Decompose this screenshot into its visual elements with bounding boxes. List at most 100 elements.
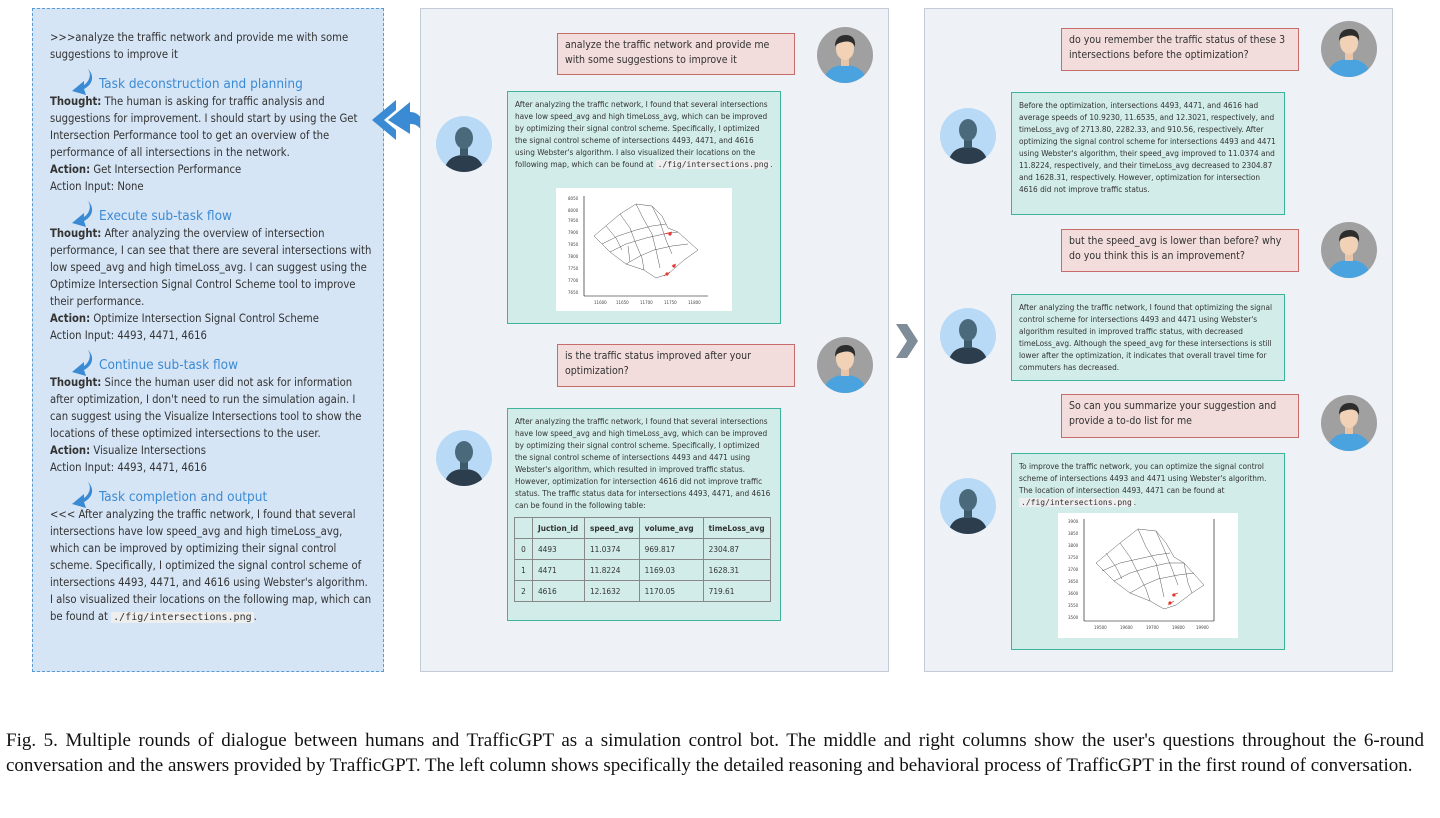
action-label: Action: — [50, 163, 91, 176]
output-code: ./fig/intersections.png — [111, 612, 254, 623]
svg-text:3500: 3500 — [1068, 615, 1079, 620]
user-message: is the traffic status improved after you… — [557, 344, 795, 387]
down-arrow-icon — [72, 349, 93, 376]
svg-text:7850: 7850 — [568, 242, 579, 247]
bot-message: Before the optimization, intersections 4… — [1011, 92, 1285, 215]
table-cell: 4616 — [532, 580, 585, 602]
svg-text:7750: 7750 — [568, 266, 579, 271]
action-label: Action: — [50, 444, 91, 457]
column-header: volume_avg — [638, 517, 704, 539]
svg-text:3550: 3550 — [1068, 603, 1079, 608]
bot-message-text: After analyzing the traffic network, I f… — [515, 416, 771, 510]
table-cell: 1170.05 — [638, 580, 704, 602]
stage-title: Task deconstruction and planning — [99, 76, 303, 92]
chevron-right-icon — [896, 324, 918, 358]
svg-text:7650: 7650 — [568, 290, 579, 295]
stage-header-planning: Task deconstruction and planning — [68, 65, 373, 95]
stage-thought: Thought: After analyzing the overview of… — [50, 225, 373, 310]
stage-title: Execute sub-task flow — [99, 208, 232, 224]
bot-avatar-icon — [940, 478, 996, 534]
user-avatar-icon — [817, 337, 873, 393]
down-arrow-icon — [72, 68, 93, 95]
table-cell: 11.0374 — [584, 538, 640, 560]
svg-text:19600: 19600 — [1120, 625, 1133, 630]
stage-action: Action: Get Intersection Performance — [50, 161, 373, 178]
column-header — [514, 517, 533, 539]
svg-text:3600: 3600 — [1068, 591, 1079, 596]
bot-avatar-icon — [436, 116, 492, 172]
table-cell: 12.1632 — [584, 580, 640, 602]
user-avatar-icon — [1321, 395, 1377, 451]
table-cell: 11.8224 — [584, 559, 640, 581]
stage-action: Action: Visualize Intersections — [50, 442, 373, 459]
table-cell: 1 — [514, 559, 533, 581]
file-path-code: ./fig/intersections.png — [655, 160, 771, 169]
table-cell: 1169.03 — [638, 559, 704, 581]
table-cell: 2304.87 — [702, 538, 771, 560]
user-message: but the speed_avg is lower than before? … — [1061, 229, 1299, 272]
svg-text:3850: 3850 — [1068, 531, 1079, 536]
output-text: <<< After analyzing the traffic network,… — [50, 508, 372, 623]
table-cell: 0 — [514, 538, 533, 560]
svg-text:8000: 8000 — [568, 208, 579, 213]
svg-text:11700: 11700 — [640, 300, 653, 305]
svg-text:11650: 11650 — [616, 300, 629, 305]
svg-text:3750: 3750 — [1068, 555, 1079, 560]
stage-title: Continue sub-task flow — [99, 357, 239, 373]
svg-text:3800: 3800 — [1068, 543, 1079, 548]
bot-message-text: After analyzing the traffic network, I f… — [515, 99, 768, 169]
svg-text:7800: 7800 — [568, 254, 579, 259]
user-avatar-icon — [1321, 21, 1377, 77]
thought-label: Thought: — [50, 376, 102, 389]
bot-avatar-icon — [436, 430, 492, 486]
stage-action: Action: Optimize Intersection Signal Con… — [50, 310, 373, 327]
stage-header-execute: Execute sub-task flow — [68, 197, 373, 227]
bot-message-text: To improve the traffic network, you can … — [1019, 461, 1267, 495]
bot-message: After analyzing the traffic network, I f… — [1011, 294, 1285, 381]
figure-caption: Fig. 5. Multiple rounds of dialogue betw… — [6, 730, 1424, 776]
thought-text: After analyzing the overview of intersec… — [50, 227, 372, 308]
double-left-arrow-icon — [372, 100, 425, 140]
stage-header-continue: Continue sub-task flow — [68, 346, 373, 376]
table-cell: 4471 — [532, 559, 585, 581]
table-cell: 2 — [514, 580, 533, 602]
table-row: 2 4616 12.1632 1170.05 719.61 — [514, 580, 771, 602]
svg-text:3900: 3900 — [1068, 519, 1079, 524]
action-label: Action: — [50, 312, 91, 325]
reasoning-panel: >>>analyze the traffic network and provi… — [32, 8, 384, 672]
thought-text: Since the human user did not ask for inf… — [50, 376, 362, 440]
column-header: speed_avg — [584, 517, 640, 539]
svg-text:7950: 7950 — [568, 218, 579, 223]
svg-text:19900: 19900 — [1196, 625, 1209, 630]
file-path-code: ./fig/intersections.png — [1019, 498, 1134, 507]
svg-text:7900: 7900 — [568, 230, 579, 235]
bot-message-end: . — [770, 159, 773, 169]
table-row: 0 4493 11.0374 969.817 2304.87 — [514, 538, 771, 560]
column-header: Juction_id — [532, 517, 585, 539]
stage-action-input: Action Input: 4493, 4471, 4616 — [50, 461, 207, 474]
output-end: . — [253, 610, 257, 623]
svg-text:11800: 11800 — [688, 300, 701, 305]
stage-action-input: Action Input: 4493, 4471, 4616 — [50, 329, 207, 342]
user-message: So can you summarize your suggestion and… — [1061, 394, 1299, 438]
table-cell: 719.61 — [702, 580, 771, 602]
svg-text:7700: 7700 — [568, 278, 579, 283]
action-text: Optimize Intersection Signal Control Sch… — [93, 312, 319, 325]
bot-message: After analyzing the traffic network, I f… — [507, 408, 781, 621]
down-arrow-icon — [72, 200, 93, 227]
traffic-status-table: Juction_id speed_avg volume_avg timeLoss… — [514, 517, 771, 602]
table-cell: 1628.31 — [702, 559, 771, 581]
svg-text:11750: 11750 — [664, 300, 677, 305]
thought-label: Thought: — [50, 227, 102, 240]
down-arrow-icon — [72, 481, 93, 508]
stage-output: <<< After analyzing the traffic network,… — [50, 506, 373, 626]
column-header: timeLoss_avg — [702, 517, 771, 539]
svg-text:19700: 19700 — [1146, 625, 1159, 630]
table-header-row: Juction_id speed_avg volume_avg timeLoss… — [514, 517, 771, 539]
table-row: 1 4471 11.8224 1169.03 1628.31 — [514, 559, 771, 581]
user-avatar-icon — [1321, 222, 1377, 278]
svg-text:19800: 19800 — [1172, 625, 1185, 630]
stage-header-completion: Task completion and output — [68, 478, 373, 508]
